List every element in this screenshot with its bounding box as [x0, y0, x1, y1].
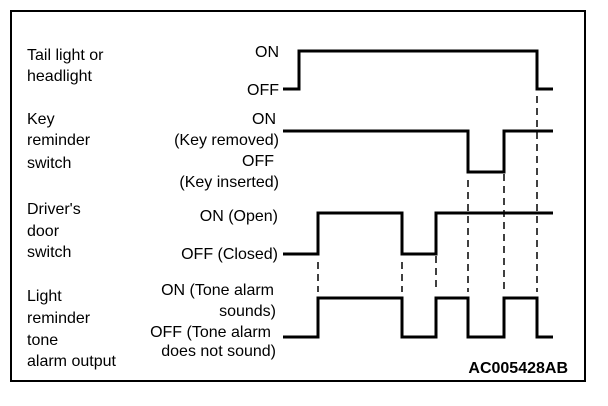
signal-name-line: door — [27, 223, 60, 240]
timing-guide-lines — [317, 96, 538, 292]
key-reminder-waveform — [283, 129, 553, 174]
state-on-label: ON (Tone alarm — [161, 282, 274, 299]
signal-name-line: tone — [27, 332, 58, 349]
state-off-label: OFF (Closed) — [181, 246, 278, 263]
state-off-label: OFF (Tone alarm — [150, 324, 271, 341]
diagram-border — [10, 10, 586, 382]
signal-name-line: switch — [27, 244, 71, 261]
signal-name-line: alarm output — [27, 353, 116, 370]
state-on-label: ON (Open) — [200, 208, 278, 225]
signal-name-line: Key — [27, 111, 55, 128]
figure-code: AC005428AB — [468, 360, 568, 377]
signal-name-line: headlight — [27, 68, 93, 85]
state-on-label: (Key removed) — [174, 132, 279, 149]
signal-name-line: Tail light or — [27, 47, 104, 64]
state-on-label: ON — [252, 111, 276, 128]
state-on-label: ON — [255, 44, 279, 61]
signal-name-line: switch — [27, 155, 71, 172]
state-off-label: OFF — [242, 153, 274, 170]
state-on-label: sounds) — [219, 303, 276, 320]
tail-light-waveform — [283, 49, 553, 91]
signal-name-line: Light — [27, 288, 62, 305]
state-off-label: does not sound) — [161, 343, 276, 360]
state-off-label: (Key inserted) — [179, 174, 279, 191]
signal-name-line: Driver's — [27, 201, 81, 218]
state-off-label: OFF — [247, 82, 279, 99]
door-switch-waveform — [283, 211, 553, 256]
signal-name-line: reminder — [27, 310, 91, 327]
tone-alarm-waveform — [283, 296, 553, 339]
signal-name-line: reminder — [27, 132, 91, 149]
